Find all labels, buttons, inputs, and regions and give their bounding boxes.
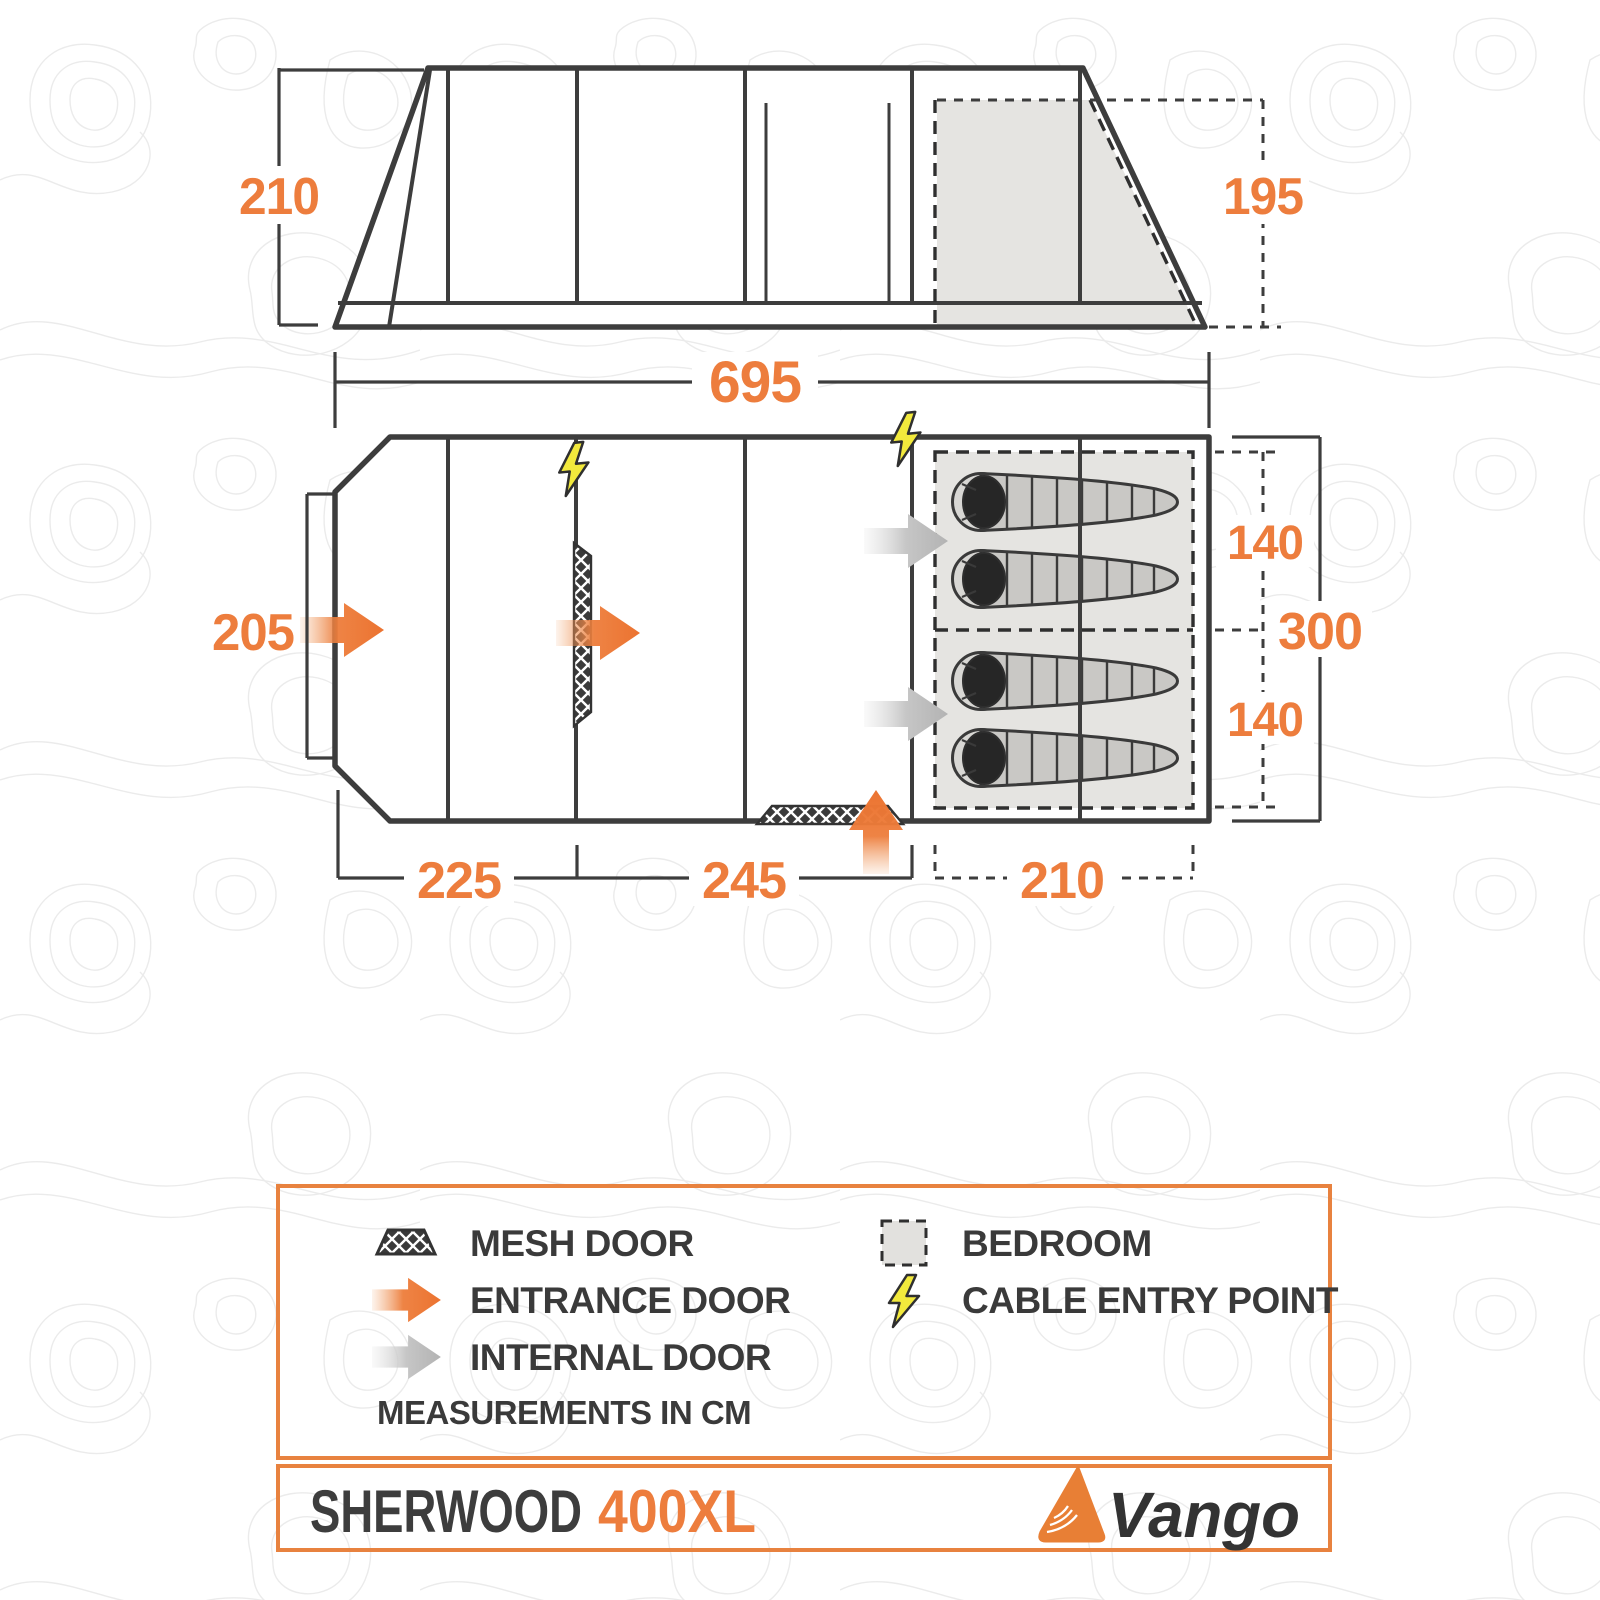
bedroom-width-bottom-value: 140 <box>1227 694 1303 747</box>
entrance-width-value: 205 <box>212 604 294 662</box>
floor-plan-view: 205 225 245 210 140 140 <box>212 410 1372 910</box>
legend-bedroom-label: BEDROOM <box>962 1223 1152 1264</box>
bedroom-width-total-value: 300 <box>1278 603 1362 661</box>
product-variant: 400XL <box>598 1478 756 1545</box>
dimension-bottom-row: 225 245 210 <box>336 790 1195 910</box>
dimension-height-left: 210 <box>234 68 424 327</box>
dimension-bedroom-widths: 140 140 300 <box>1215 435 1372 823</box>
bedroom-length-value: 210 <box>1020 852 1104 910</box>
plan-outline <box>332 434 1212 824</box>
dimension-entrance-width: 205 <box>212 492 337 760</box>
elevation-outline <box>332 65 1208 330</box>
dimension-height-rear: 195 <box>937 98 1309 329</box>
legend-cable-entry-label: CABLE ENTRY POINT <box>962 1280 1339 1321</box>
bedroom-width-top-value: 140 <box>1227 517 1303 570</box>
height-rear-value: 195 <box>1223 168 1303 226</box>
product-model: SHERWOOD <box>310 1478 582 1545</box>
elevation-bedroom-shading <box>937 100 1197 327</box>
legend-panel: MESH DOOR ENTRANCE DOOR INTERNAL DOOR ME… <box>276 1184 1339 1460</box>
legend-measurements-note: MEASUREMENTS IN CM <box>377 1394 751 1431</box>
legend-mesh-door-label: MESH DOOR <box>470 1223 694 1264</box>
total-length-value: 695 <box>709 350 801 415</box>
bedroom-swatch-icon <box>880 1219 928 1267</box>
footer-border <box>276 1464 1332 1552</box>
living-length-value: 245 <box>702 852 786 910</box>
porch-length-value: 225 <box>417 852 501 910</box>
vango-wordmark: Vango <box>1108 1479 1300 1551</box>
side-elevation-view: 210 195 <box>234 65 1309 330</box>
legend-internal-door-label: INTERNAL DOOR <box>470 1337 771 1378</box>
dimension-total-length: 695 <box>333 350 1211 428</box>
legend-border <box>276 1184 1332 1460</box>
height-left-value: 210 <box>239 168 319 226</box>
legend-entrance-door-label: ENTRANCE DOOR <box>470 1280 790 1321</box>
mesh-door-icon <box>374 1228 438 1256</box>
vango-logo: Vango <box>1038 1466 1300 1551</box>
footer-bar: SHERWOOD 400XL Vango <box>276 1464 1332 1552</box>
